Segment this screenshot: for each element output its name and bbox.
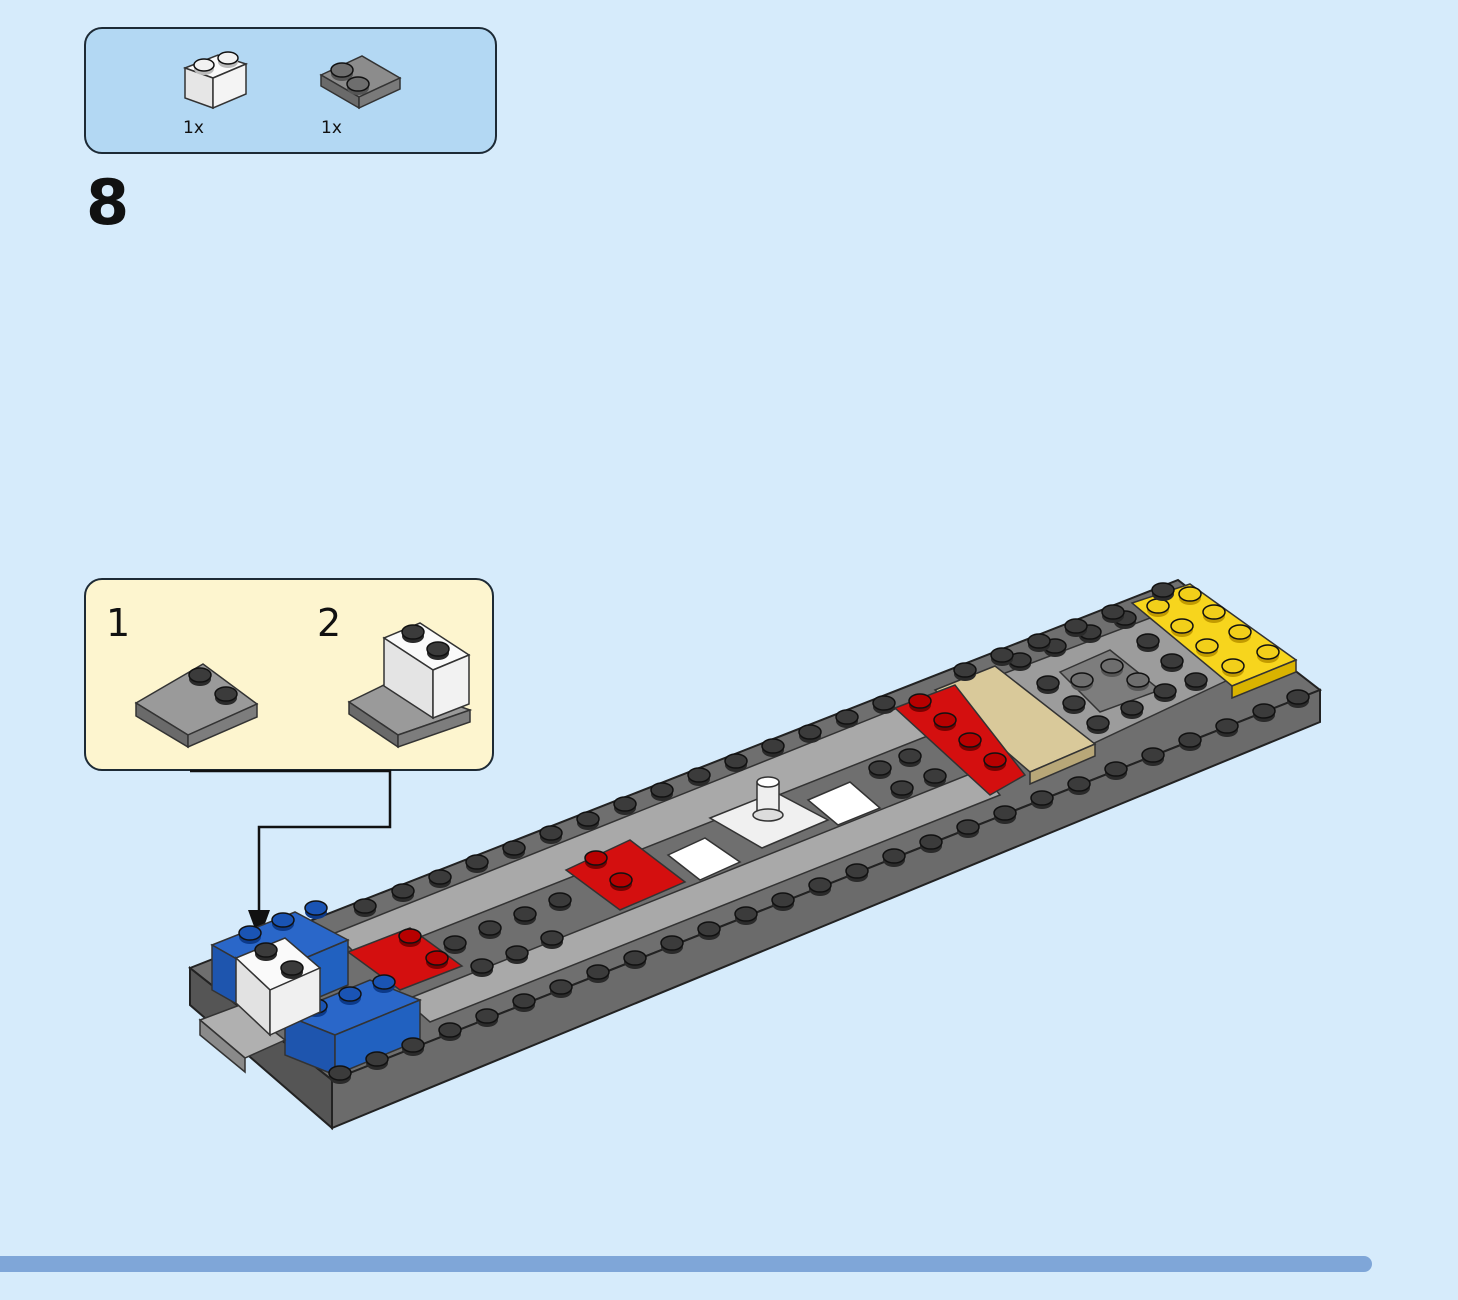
- step-number: 8: [86, 166, 130, 239]
- model-white-pin-tile: [708, 776, 830, 849]
- sub-step-1-number: 1: [106, 601, 131, 645]
- callout-connector-arrow: [190, 769, 392, 940]
- parts-list-box: [84, 27, 497, 154]
- model-red-plates: [346, 684, 1027, 991]
- progress-bar: [0, 1256, 1372, 1272]
- substep-1-plate-icon: [134, 663, 259, 749]
- model-new-white-brick: [198, 937, 322, 1074]
- substep-2-assembly-icon: [347, 622, 473, 749]
- progress-bar-fill: [0, 1256, 1372, 1272]
- model-openings: [666, 649, 1162, 881]
- sub-step-2-number: 2: [317, 601, 342, 645]
- part-1-quantity: 1x: [183, 118, 204, 138]
- part-2-quantity: 1x: [321, 118, 342, 138]
- part-gray-plate-icon: [319, 55, 402, 110]
- part-white-brick-icon: [182, 51, 249, 110]
